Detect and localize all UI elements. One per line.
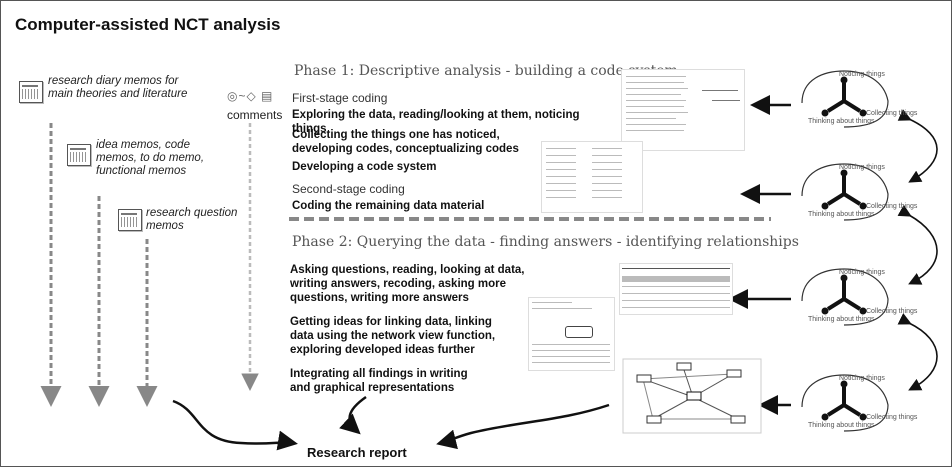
cycle-4-collecting: Collecting things (866, 414, 918, 421)
research-report-label: Research report (307, 445, 407, 460)
cycle-2-noticing: Noticing things (839, 164, 885, 171)
phase1-step-explore: Exploring the data, reading/looking at t… (292, 109, 580, 135)
nct-cycle-4 (801, 374, 889, 432)
phase2-step-linking: Getting ideas for linking data, linking … (290, 316, 496, 356)
cycle-1-collecting: Collecting things (866, 110, 918, 117)
cycle-2-thinking: Thinking about things (808, 211, 875, 218)
cycle-link-3 (897, 313, 938, 391)
phase1-step-code-system: Developing a code system (292, 161, 437, 173)
memo-to-report-arrow (172, 399, 298, 451)
phase2-step-questions: Asking questions, reading, looking at da… (290, 264, 525, 304)
network-function-thumbnail (528, 297, 615, 371)
cycle-link-2 (897, 204, 938, 285)
comment-tool-icons: ◎~◇ ▤ (227, 89, 274, 103)
phase1-step-coding-remaining: Coding the remaining data material (292, 200, 485, 212)
second-stage-coding-label: Second-stage coding (292, 182, 405, 196)
comments-label: comments (227, 108, 283, 122)
network-to-report-arrow (436, 403, 610, 450)
phase1-title: Phase 1: Descriptive analysis - building… (294, 63, 678, 79)
cycle-1-noticing: Noticing things (839, 71, 885, 78)
nct-cycle-1 (801, 70, 889, 128)
cycle-3-collecting: Collecting things (866, 308, 918, 315)
table-thumbnail (619, 263, 733, 315)
cycle-2-collecting: Collecting things (866, 203, 918, 210)
phase2-to-report-arrow (339, 395, 367, 435)
research-diary-memo: research diary memos for main theories a… (48, 75, 188, 100)
idea-memos-label: idea memos, code memos, to do memo, func… (96, 139, 205, 177)
phase1-step-collect: Collecting the things one has noticed, d… (292, 129, 519, 155)
nct-cycle-2 (801, 163, 889, 221)
research-question-memo: research question memos (146, 207, 238, 232)
phase2-step-integrating: Integrating all findings in writing and … (290, 368, 468, 394)
cycle-4-noticing: Noticing things (839, 375, 885, 382)
memo-icon (19, 81, 43, 103)
cycle-3-thinking: Thinking about things (808, 316, 875, 323)
cycle-1-thinking: Thinking about things (808, 118, 875, 125)
code-system-thumbnail (541, 141, 643, 213)
cycle-4-thinking: Thinking about things (808, 422, 875, 429)
cycle-3-noticing: Noticing things (839, 269, 885, 276)
first-stage-coding-label: First-stage coding (292, 91, 388, 105)
nct-cycle-3 (801, 268, 889, 326)
memo-icon (67, 144, 91, 166)
phase2-title: Phase 2: Querying the data - finding ans… (292, 234, 799, 250)
diagram-title: Computer-assisted NCT analysis (15, 15, 281, 34)
cycle-link-1 (897, 109, 938, 183)
network-view-thumbnail (622, 358, 762, 434)
memo-icon (118, 209, 142, 231)
document-thumbnail (621, 69, 745, 151)
